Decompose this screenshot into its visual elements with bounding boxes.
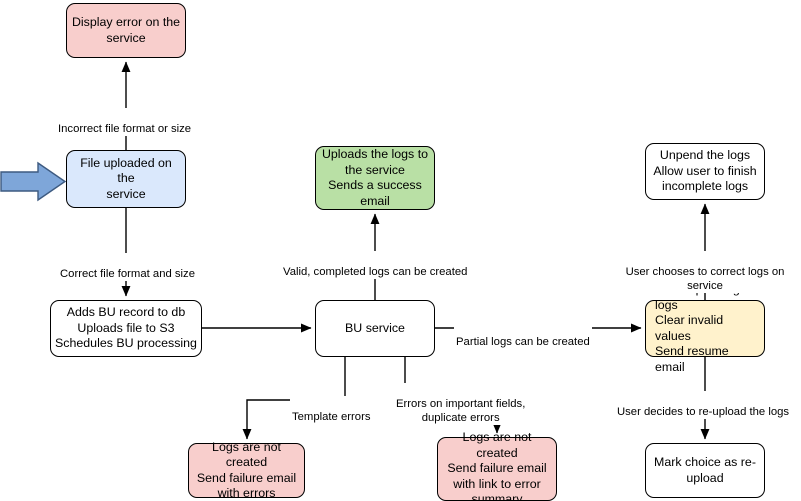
node-bu-service[interactable]: BU service <box>315 300 435 357</box>
node-unpend-logs-label: Unpend the logs Allow user to finish inc… <box>653 148 757 194</box>
edge-label-incorrect-format-text: Incorrect file format or size <box>58 123 192 135</box>
edge-label-user-chooses-correct: User chooses to correct logs on service <box>609 251 801 293</box>
external-input-arrow <box>0 161 67 202</box>
node-logs-not-created-template[interactable]: Logs are not created Send failure email … <box>188 439 305 501</box>
edge-label-valid-completed: Valid, completed logs can be created <box>281 251 470 279</box>
edge-label-template-errors: Template errors <box>290 396 373 424</box>
node-logs-not-created-template-label: Logs are not created Send failure email … <box>196 439 297 501</box>
node-adds-bu-record[interactable]: Adds BU record to db Uploads file to S3 … <box>50 300 202 357</box>
node-file-uploaded[interactable]: File uploaded on the service <box>66 150 186 208</box>
edge-label-user-decides-reupload-text: User decides to re-upload the logs <box>617 406 790 418</box>
node-display-error-label: Display error on the service <box>71 15 181 45</box>
edge-label-template-errors-text: Template errors <box>292 411 371 423</box>
edge-label-partial-logs-text: Partial logs can be created <box>456 336 590 348</box>
edge-label-correct-format: Correct file format and size <box>58 253 197 281</box>
edge-label-valid-completed-text: Valid, completed logs can be created <box>283 266 468 278</box>
edge-label-partial-logs: Partial logs can be created <box>454 321 592 349</box>
node-mark-choice[interactable]: Mark choice as re- upload <box>645 443 765 498</box>
node-create-pending-logs[interactable]: Create pending logs Clear invalid values… <box>645 282 765 374</box>
node-file-uploaded-label: File uploaded on the service <box>80 155 172 201</box>
node-uploads-logs[interactable]: Uploads the logs to the service Sends a … <box>315 146 435 210</box>
edge-label-errors-important: Errors on important fields, duplicate er… <box>394 383 528 425</box>
node-create-pending-logs-label: Create pending logs Clear invalid values… <box>655 282 740 374</box>
node-bu-service-label: BU service <box>345 320 405 335</box>
node-unpend-logs[interactable]: Unpend the logs Allow user to finish inc… <box>645 143 765 200</box>
edge-label-correct-format-text: Correct file format and size <box>60 268 195 280</box>
node-mark-choice-label: Mark choice as re- upload <box>654 455 756 485</box>
edge-label-user-decides-reupload: User decides to re-upload the logs <box>615 391 792 419</box>
edge-label-user-chooses-correct-text: User chooses to correct logs on service <box>625 266 785 292</box>
edge-label-errors-important-text: Errors on important fields, duplicate er… <box>396 398 526 424</box>
edge-label-incorrect-format: Incorrect file format or size <box>56 108 194 136</box>
node-logs-not-created-errors[interactable]: Logs are not created Send failure email … <box>437 430 557 501</box>
node-display-error[interactable]: Display error on the service <box>66 3 186 58</box>
node-uploads-logs-label: Uploads the logs to the service Sends a … <box>321 147 429 208</box>
node-adds-bu-record-label: Adds BU record to db Uploads file to S3 … <box>55 305 197 351</box>
node-logs-not-created-errors-label: Logs are not created Send failure email … <box>447 430 547 501</box>
